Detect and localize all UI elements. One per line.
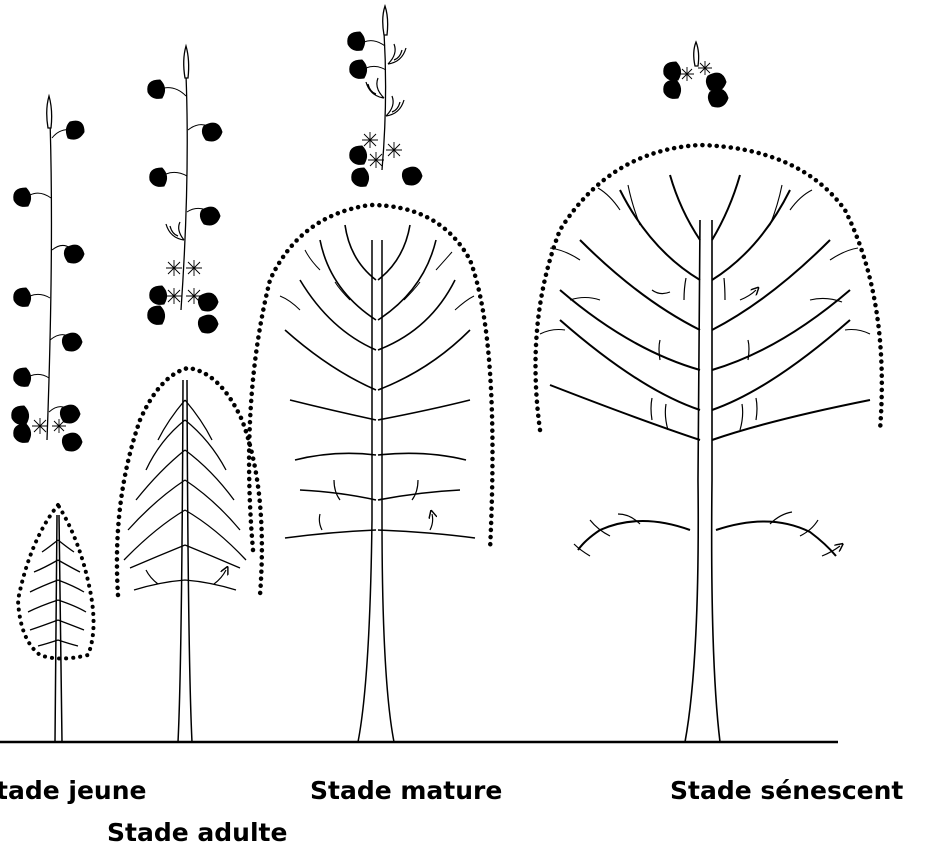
adult-shoot-leaves bbox=[148, 80, 222, 333]
mature-growth-arrows bbox=[319, 480, 432, 530]
senescent-shoot bbox=[664, 42, 728, 107]
young-shoot-flowers bbox=[32, 418, 66, 434]
young-shoot bbox=[12, 96, 84, 451]
senescent-side-arrows bbox=[652, 290, 756, 300]
mature-trunk bbox=[358, 240, 394, 742]
mature-shoot-bud bbox=[383, 6, 388, 35]
young-tree bbox=[18, 505, 94, 742]
adult-branches bbox=[124, 400, 246, 590]
mature-tree bbox=[249, 205, 492, 742]
label-young-stage: Stade jeune bbox=[0, 778, 146, 803]
mature-shoot bbox=[348, 6, 422, 186]
adult-shoot-cupule bbox=[166, 222, 184, 240]
senescent-twigs bbox=[540, 185, 870, 334]
senescent-trunk bbox=[685, 220, 720, 742]
adult-shoot-bud bbox=[184, 46, 189, 78]
young-shoot-bud bbox=[47, 96, 52, 128]
senescent-shoot-leaves bbox=[664, 62, 728, 107]
adult-growth-arrows bbox=[146, 570, 226, 584]
adult-shoot bbox=[148, 46, 222, 333]
adult-trunk bbox=[178, 380, 192, 742]
adult-crown-outline bbox=[117, 368, 262, 595]
label-adult-stage: Stade adulte bbox=[107, 820, 287, 845]
mature-shoot-axis bbox=[382, 32, 386, 170]
mature-twigs bbox=[280, 250, 474, 310]
young-trunk bbox=[55, 515, 62, 742]
senescent-branches bbox=[550, 175, 870, 440]
senescent-tree bbox=[536, 145, 882, 742]
mature-branches bbox=[285, 225, 475, 538]
young-shoot-axis bbox=[47, 120, 51, 440]
senescent-growth-arrows bbox=[574, 278, 840, 556]
adult-shoot-axis bbox=[181, 75, 187, 310]
senescent-crown-outline bbox=[536, 145, 882, 430]
label-mature-stage: Stade mature bbox=[310, 778, 502, 803]
senescent-shoot-bud bbox=[694, 42, 699, 66]
adult-tree bbox=[117, 368, 262, 742]
senescent-roots bbox=[578, 521, 836, 556]
label-senescent-stage: Stade sénescent bbox=[670, 778, 903, 803]
